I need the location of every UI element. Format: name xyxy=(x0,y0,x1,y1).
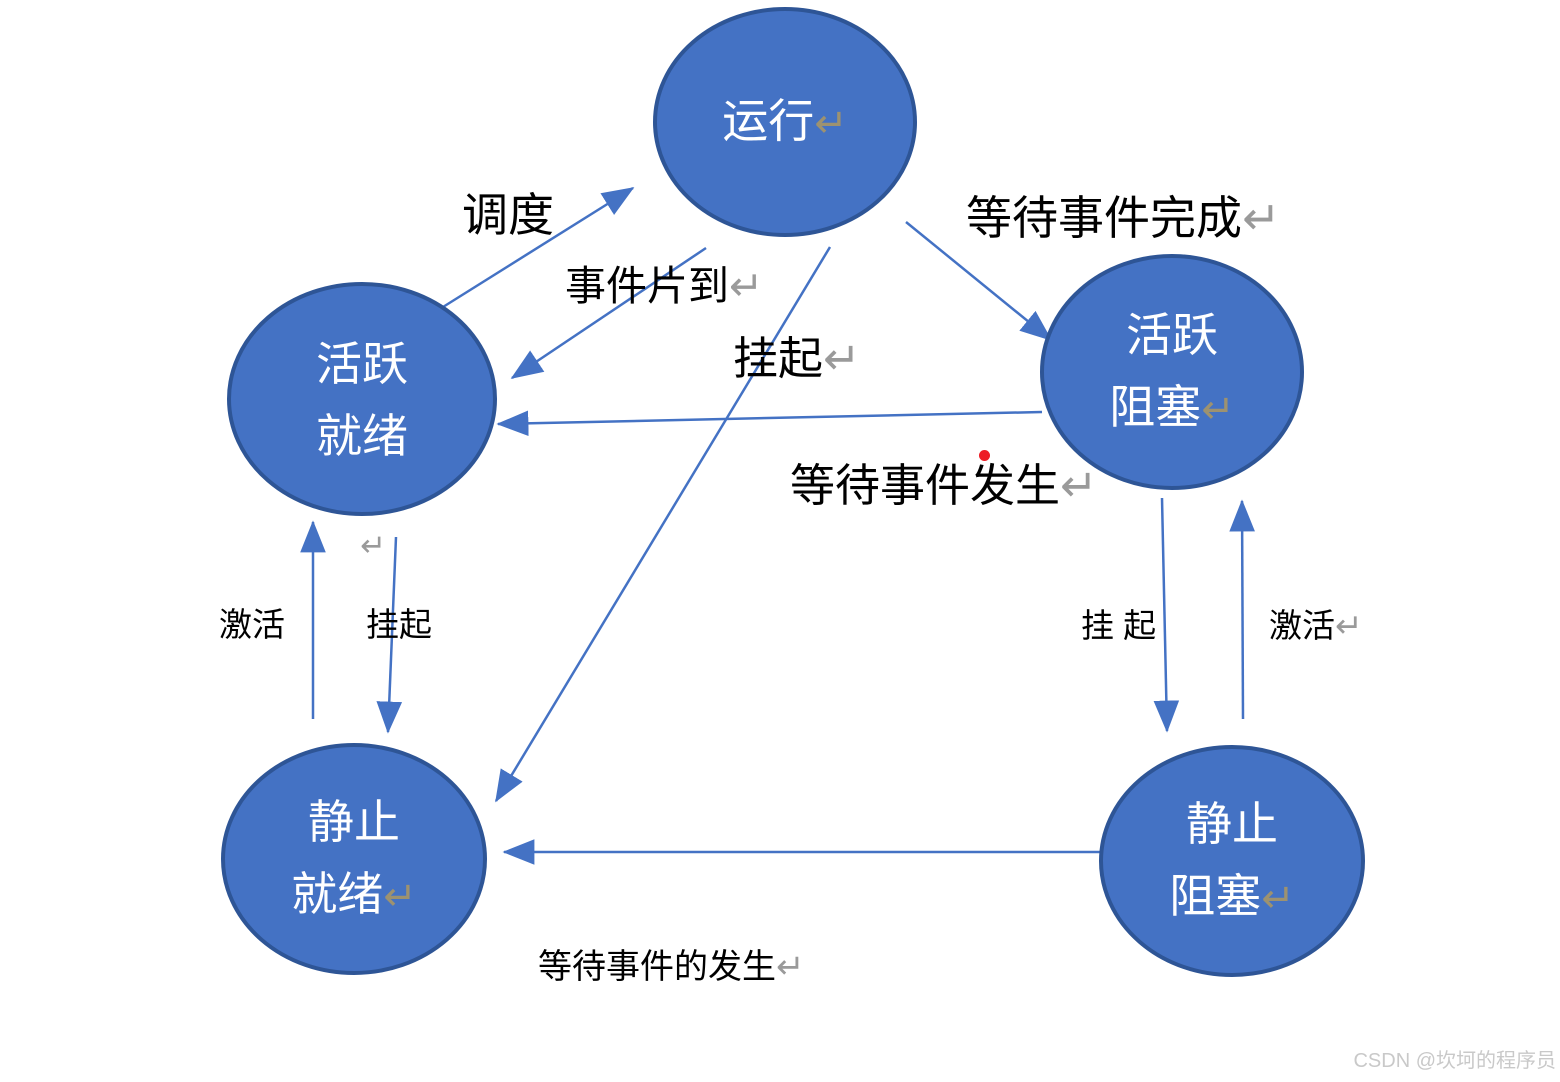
node-running-shape xyxy=(653,7,917,237)
arrow-scheduling xyxy=(442,186,635,309)
csdn-watermark: CSDN @坎坷的程序员 xyxy=(1353,1050,1556,1072)
node-static-blocked-shape xyxy=(1099,745,1365,977)
arrow-wait-event-occur xyxy=(496,410,1043,437)
node-static-ready-shape xyxy=(221,743,487,975)
node-active-blocked-shape xyxy=(1040,254,1304,490)
arrow-time-slice xyxy=(510,246,707,380)
node-active-ready-shape xyxy=(227,282,497,516)
arrow-wait-event-complete xyxy=(905,221,1053,342)
arrow-suspend-running-to-static-ready xyxy=(494,246,832,803)
arrow-activate-right xyxy=(1229,499,1255,720)
arrow-suspend-left xyxy=(376,536,403,734)
red-dot-annotation xyxy=(979,450,990,461)
paragraph-mark-icon: ↵ xyxy=(360,528,386,563)
arrow-suspend-right xyxy=(1153,497,1180,733)
